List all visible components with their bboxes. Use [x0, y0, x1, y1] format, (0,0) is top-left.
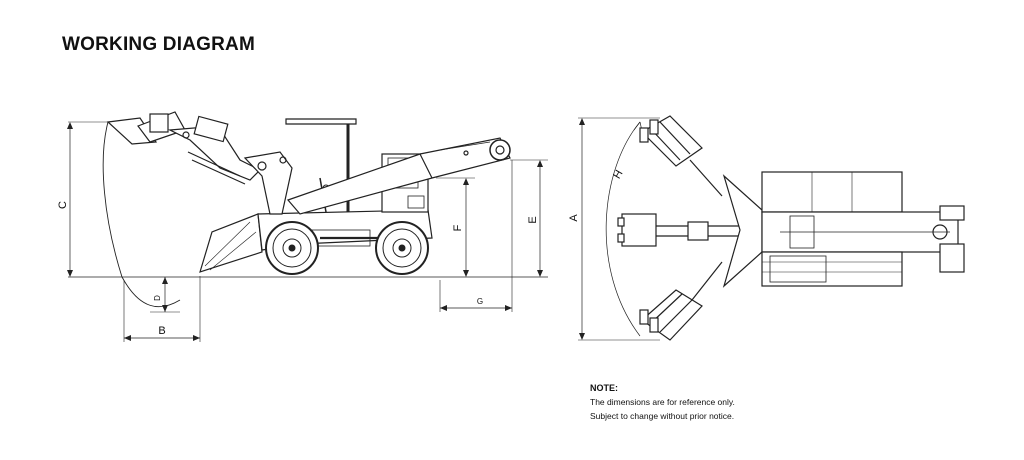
top-view: A H: [568, 115, 965, 341]
side-view: C D B F E G: [57, 111, 548, 342]
note-block: NOTE: The dimensions are for reference o…: [590, 381, 735, 423]
front-blade: [199, 213, 263, 273]
note-heading: NOTE:: [590, 383, 618, 393]
dim-label-a: A: [568, 214, 580, 222]
page-title: WORKING DIAGRAM: [62, 34, 255, 55]
dim-label-g: G: [477, 297, 483, 306]
conveyor: [286, 137, 511, 215]
dim-label-e: E: [527, 216, 539, 223]
bucket-upper-position: [639, 115, 723, 197]
canopy-roof: [285, 118, 357, 125]
machine-body-top: [761, 171, 965, 287]
note-line-2: Subject to change without prior notice.: [590, 411, 735, 421]
dim-label-d: D: [153, 295, 162, 301]
rear-wheel: [375, 221, 429, 275]
dim-label-b: B: [158, 325, 165, 337]
bucket-lower-position: [639, 261, 723, 341]
dim-label-c: C: [57, 201, 69, 209]
dim-label-f: F: [452, 224, 464, 231]
dim-label-h: H: [611, 168, 625, 181]
front-wheel: [265, 221, 319, 275]
note-line-1: The dimensions are for reference only.: [590, 397, 735, 407]
front-blade-top: [722, 174, 763, 288]
bucket-reach-arc: [102, 121, 181, 308]
digging-arm: [106, 111, 293, 215]
bucket-center-position: [617, 213, 740, 247]
